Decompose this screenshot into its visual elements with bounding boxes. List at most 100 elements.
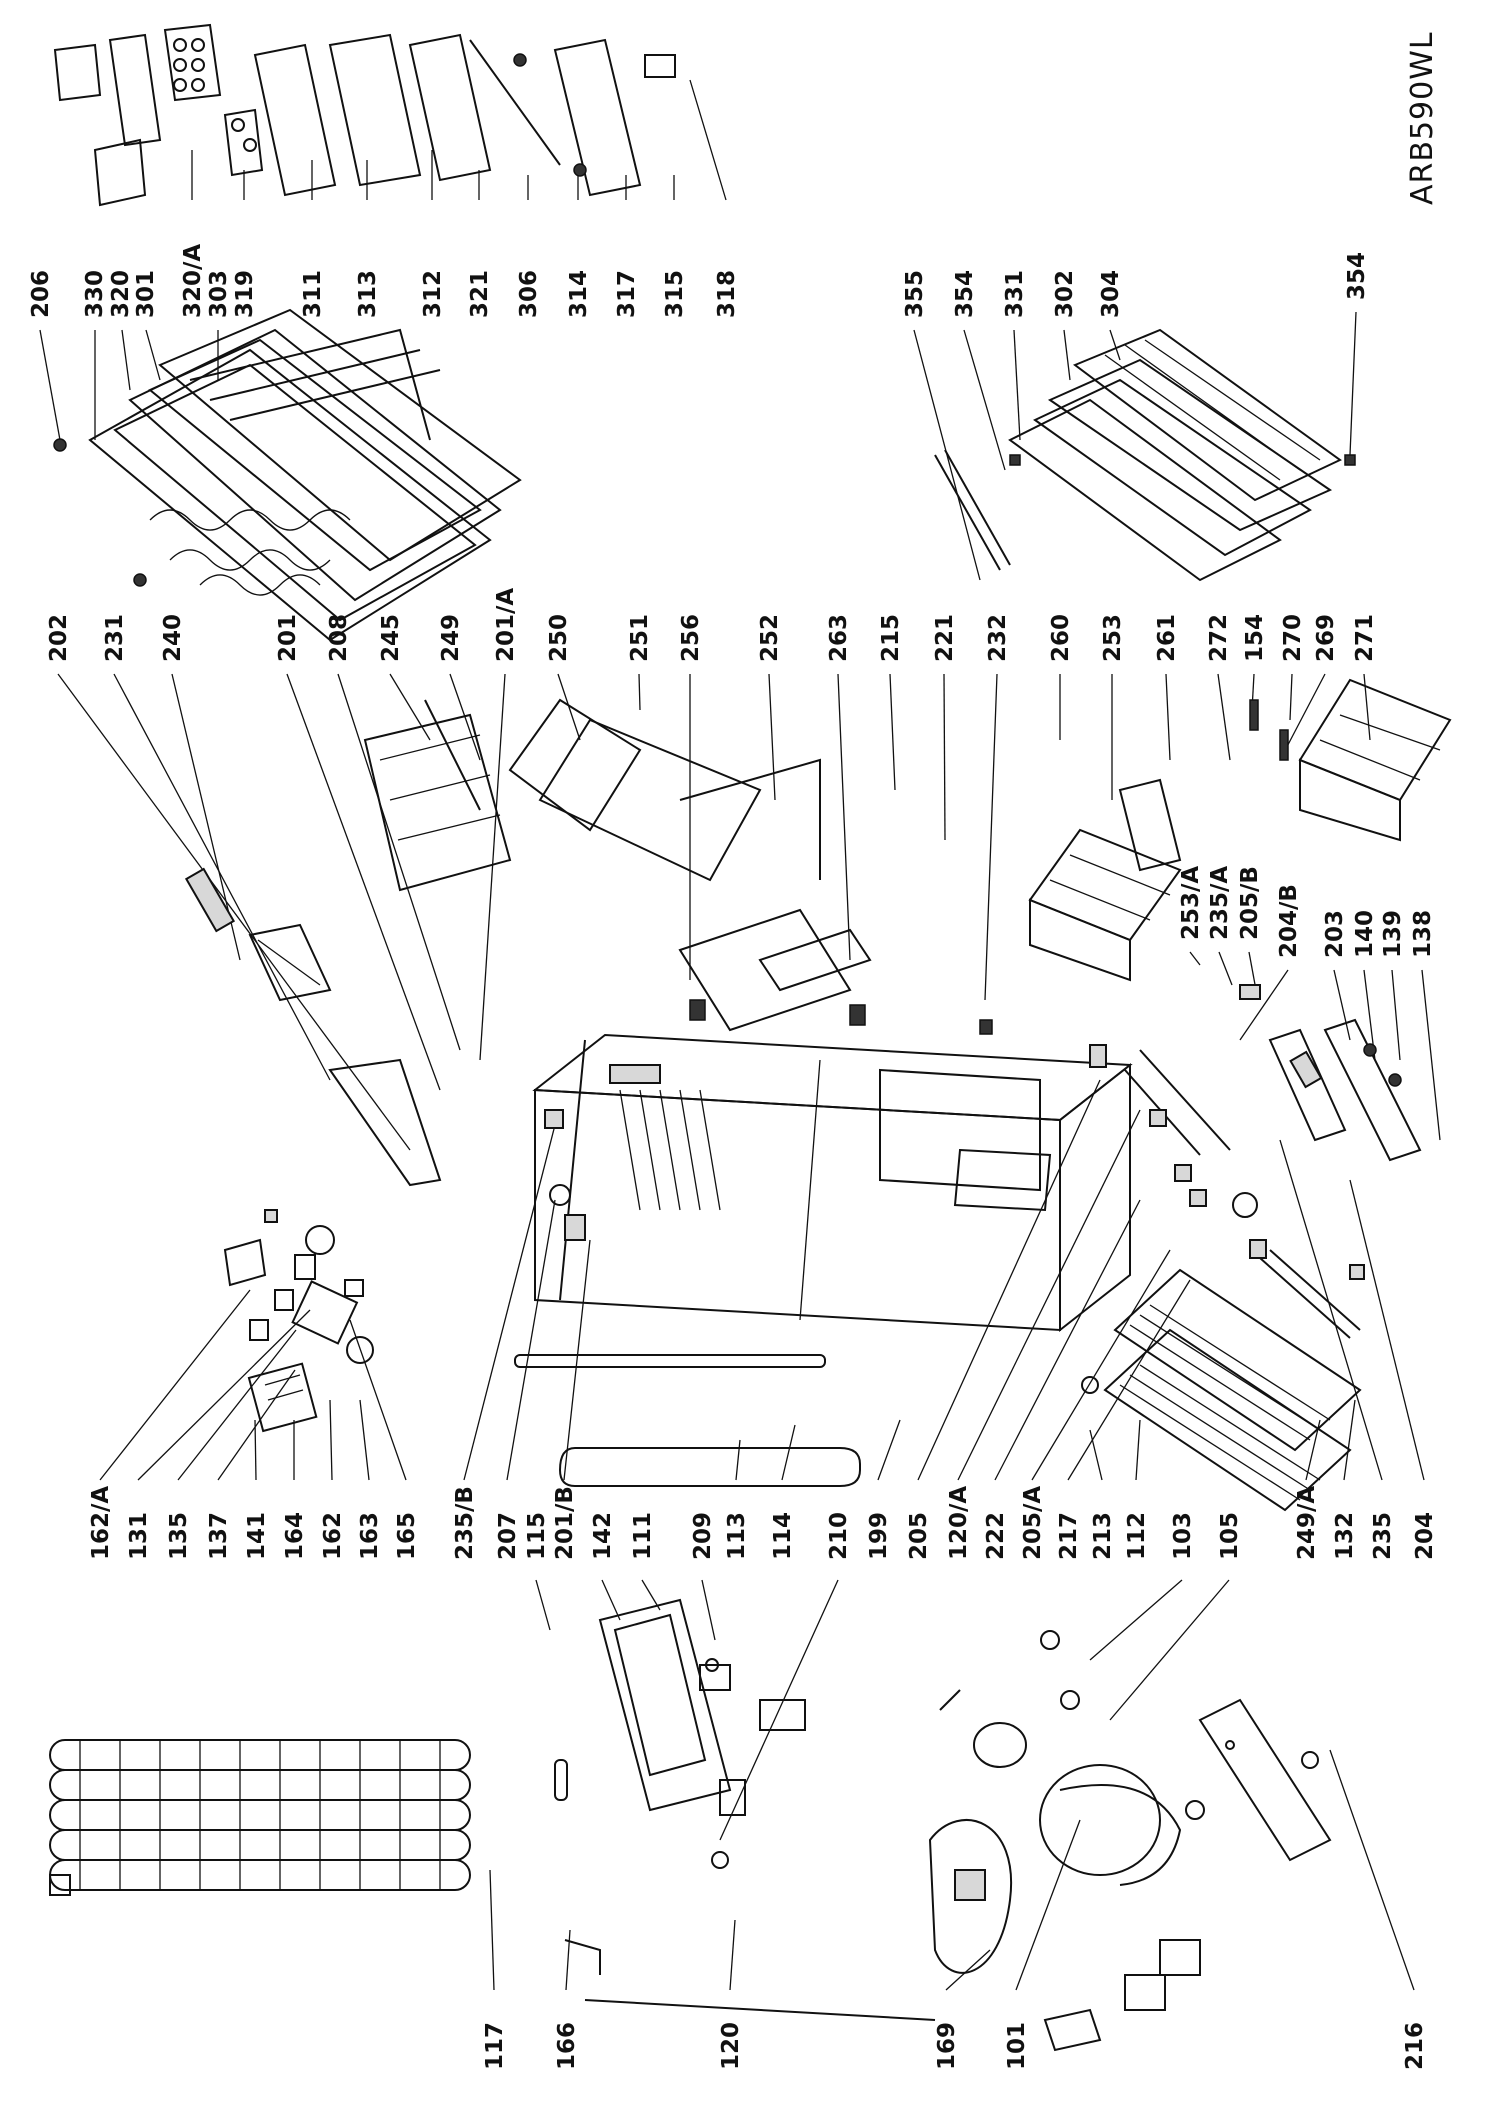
part-label: 235 — [1370, 1512, 1396, 1560]
part-label: 131 — [126, 1512, 152, 1560]
part-label: 301 — [133, 270, 159, 318]
part-label: 113 — [724, 1512, 750, 1560]
part-label: 201 — [275, 614, 301, 662]
part-label: 354 — [1344, 252, 1370, 300]
part-label: 154 — [1242, 614, 1268, 662]
part-label: 206 — [28, 270, 54, 318]
part-label: 304 — [1098, 270, 1124, 318]
part-label: 331 — [1002, 270, 1028, 318]
part-label: 317 — [614, 270, 640, 318]
part-label: 240 — [160, 614, 186, 662]
part-label: 204 — [1412, 1512, 1438, 1560]
part-label: 210 — [826, 1512, 852, 1560]
seals-and-tubes — [514, 1354, 936, 2021]
part-label: 303 — [206, 270, 232, 318]
part-label: 252 — [757, 614, 783, 662]
part-label: 312 — [420, 270, 446, 318]
condenser — [49, 1739, 601, 1975]
cabinet — [532, 1033, 1258, 1333]
model-code: ARB590WL — [1405, 31, 1440, 205]
part-label: 205 — [906, 1512, 932, 1560]
part-label: 101 — [1004, 2022, 1030, 2070]
evaporator-coils — [1081, 1249, 1362, 1512]
part-label: 302 — [1052, 270, 1078, 318]
part-label: 253 — [1100, 614, 1126, 662]
part-label: 166 — [554, 2022, 580, 2070]
part-label: 330 — [82, 270, 108, 318]
electrics-cluster — [223, 1209, 374, 1433]
part-label: 355 — [902, 270, 928, 318]
fridge-door — [53, 308, 522, 642]
part-label: 245 — [378, 614, 404, 662]
part-label: 314 — [566, 270, 592, 318]
leader-lines — [39, 79, 1441, 1991]
labels-top-group: 206 330 320 301 320/A 303 319 311 313 31… — [28, 244, 1436, 958]
part-label: 232 — [985, 614, 1011, 662]
compressor-area — [598, 1598, 1332, 2052]
part-label: 105 — [1217, 1512, 1243, 1560]
part-label: 201/B — [552, 1486, 578, 1560]
part-label: 142 — [590, 1512, 616, 1560]
part-label: 117 — [482, 2022, 508, 2070]
part-label: 120 — [718, 2022, 744, 2070]
part-label: 213 — [1090, 1512, 1116, 1560]
part-label: 120/A — [946, 1486, 972, 1560]
part-label: 221 — [932, 614, 958, 662]
part-label: 270 — [1280, 614, 1306, 662]
part-label: 163 — [357, 1512, 383, 1560]
part-label: 204/B — [1276, 884, 1302, 958]
part-label: 313 — [355, 270, 381, 318]
part-label: 320/A — [180, 244, 206, 318]
part-label: 250 — [546, 614, 572, 662]
part-label: 315 — [662, 270, 688, 318]
part-label: 318 — [714, 270, 740, 318]
part-label: 140 — [1352, 910, 1378, 958]
part-label: 162 — [320, 1512, 346, 1560]
part-label: 208 — [326, 614, 352, 662]
part-label: 261 — [1154, 614, 1180, 662]
part-label: 164 — [282, 1512, 308, 1560]
part-label: 354 — [952, 270, 978, 318]
control-panels — [1239, 984, 1422, 1280]
part-label: 209 — [690, 1512, 716, 1560]
part-label: 114 — [770, 1512, 796, 1560]
part-label: 249 — [438, 614, 464, 662]
part-label: 222 — [983, 1512, 1009, 1560]
part-label: 205/B — [1237, 866, 1263, 940]
part-label: 235/B — [452, 1486, 478, 1560]
part-label: 215 — [878, 614, 904, 662]
part-label: 139 — [1380, 910, 1406, 958]
part-label: 235/A — [1207, 866, 1233, 940]
part-label: 137 — [206, 1512, 232, 1560]
door-accessories — [53, 23, 676, 207]
shelves-and-drawers — [184, 678, 1452, 1187]
part-label: 112 — [1124, 1512, 1150, 1560]
part-label: 115 — [524, 1512, 550, 1560]
part-label: 231 — [102, 614, 128, 662]
part-label: 253/A — [1178, 866, 1204, 940]
part-label: 111 — [630, 1512, 656, 1560]
part-label: 269 — [1313, 614, 1339, 662]
labels-bottom-group: 162/A 131 135 137 141 164 162 163 165 23… — [88, 1486, 1438, 2070]
part-label: 321 — [467, 270, 493, 318]
part-label: 199 — [866, 1512, 892, 1560]
part-label: 135 — [166, 1512, 192, 1560]
part-label: 202 — [46, 614, 72, 662]
part-label: 141 — [244, 1512, 270, 1560]
part-label: 205/A — [1020, 1486, 1046, 1560]
part-label: 169 — [934, 2022, 960, 2070]
part-label: 260 — [1048, 614, 1074, 662]
part-label: 256 — [678, 614, 704, 662]
part-label: 272 — [1206, 614, 1232, 662]
part-label: 103 — [1170, 1512, 1196, 1560]
part-label: 132 — [1332, 1512, 1358, 1560]
part-label: 271 — [1352, 614, 1378, 662]
part-label: 207 — [495, 1512, 521, 1560]
part-label: 263 — [826, 614, 852, 662]
freezer-door — [934, 328, 1356, 582]
part-label: 311 — [300, 270, 326, 318]
part-label: 306 — [516, 270, 542, 318]
part-label: 203 — [1322, 910, 1348, 958]
part-label: 138 — [1410, 910, 1436, 958]
